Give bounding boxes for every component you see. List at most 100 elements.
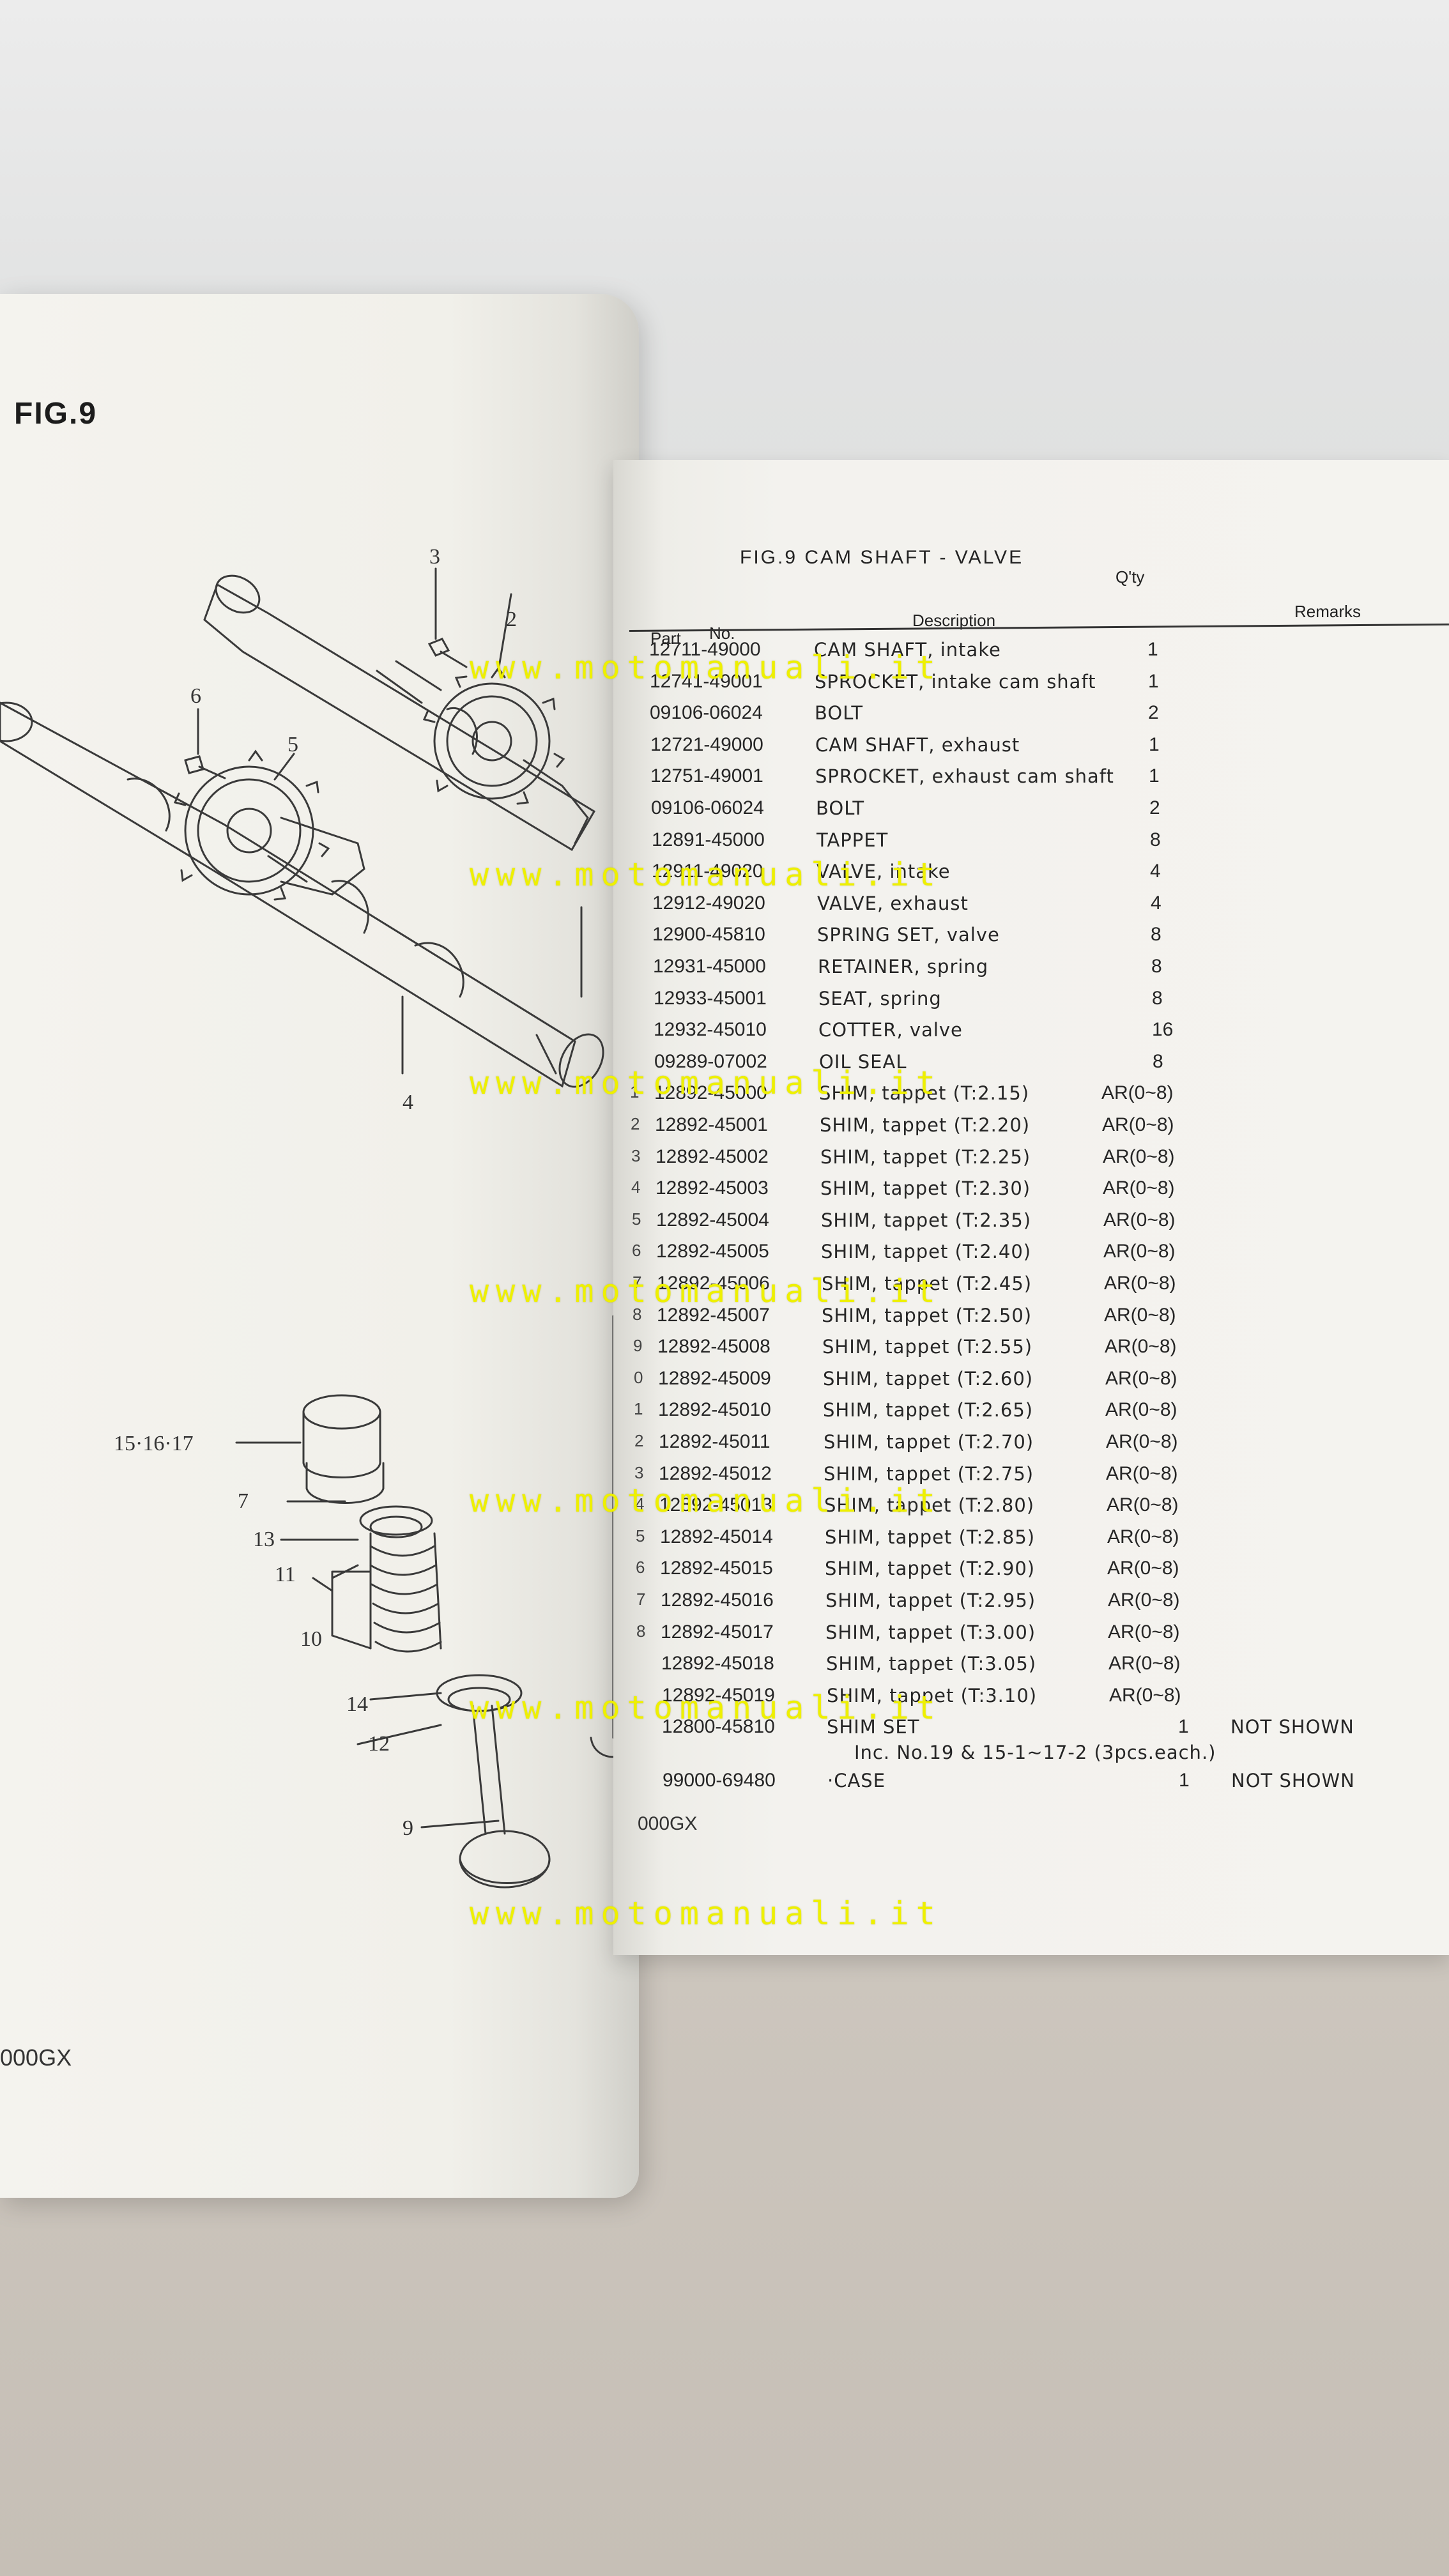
part-quantity: AR(0~8) [1106,1431,1178,1452]
part-quantity: 8 [1150,829,1161,850]
row-index: 3 [631,1146,641,1165]
part-description: VALVE, intake [816,861,951,882]
part-quantity: 16 [1152,1019,1174,1040]
part-quantity: AR(0~8) [1103,1241,1176,1262]
part-number: 12933-45001 [654,988,767,1009]
part-number: 12892-45000 [654,1082,767,1103]
part-description: SHIM, tappet (T:2.20) [820,1114,1031,1136]
part-description: COTTER, valve [818,1019,963,1041]
callout-14: 14 [346,1692,368,1716]
part-quantity: AR(0~8) [1106,1463,1178,1484]
row-index: 6 [632,1241,641,1260]
part-quantity: AR(0~8) [1101,1082,1174,1103]
part-quantity: AR(0~8) [1103,1209,1176,1230]
callout-9: 9 [402,1816,413,1840]
right-page [613,460,1449,1955]
part-quantity: 8 [1151,924,1162,945]
row-index: 2 [631,1114,640,1133]
part-quantity: 4 [1151,893,1162,914]
part-quantity: AR(0~8) [1108,1621,1180,1643]
part-number: 09106-06024 [650,702,763,723]
part-number: 12892-45019 [662,1685,775,1706]
watermark-text: www.motomanuali.it [470,1689,942,1726]
cam-shaft-valve-diagram: 3 2 6 5 4 15·16·17 7 13 11 10 14 12 9 [0,549,637,1889]
row-index: 9 [633,1336,643,1355]
watermark-text: www.motomanuali.it [470,1064,942,1101]
watermark-text: www.motomanuali.it [470,856,942,893]
part-quantity: 2 [1148,702,1159,723]
watermark-text: www.motomanuali.it [470,1895,942,1932]
part-quantity: AR(0~8) [1105,1368,1177,1389]
model-code-right: 000GX [638,1813,698,1834]
row-index: 5 [636,1526,645,1545]
part-quantity: 1 [1149,765,1160,786]
part-number: 12892-45016 [661,1590,774,1611]
watermark-text: www.motomanuali.it [470,1482,942,1519]
part-number: 99000-69480 [663,1770,776,1791]
row-index: 1 [630,1082,640,1101]
part-description: CAM SHAFT, intake [814,639,1001,661]
part-quantity: AR(0~8) [1105,1399,1177,1420]
part-number: 12892-45014 [660,1526,773,1547]
part-number: 12931-45000 [653,956,766,977]
part-description: SHIM, tappet (T:2.80) [824,1494,1035,1516]
part-description: SHIM, tappet (T:3.10) [827,1685,1038,1706]
part-quantity: AR(0~8) [1108,1653,1181,1674]
part-description: SHIM, tappet (T:2.75) [824,1463,1034,1485]
part-number: 12892-45007 [657,1305,770,1326]
callout-12: 12 [368,1732,390,1756]
part-description: SHIM, tappet (T:3.05) [826,1653,1037,1675]
part-number: 12751-49001 [650,765,763,786]
part-description: SHIM, tappet (T:2.30) [820,1177,1031,1199]
callout-2: 2 [506,608,517,631]
callout-11: 11 [275,1563,296,1586]
part-number: 12892-45003 [656,1177,769,1199]
header-no: No. [709,624,735,643]
part-number: 12892-45001 [655,1114,768,1135]
part-number: 09289-07002 [654,1051,767,1072]
part-quantity: AR(0~8) [1109,1685,1181,1706]
row-index: 3 [634,1463,644,1482]
part-quantity: AR(0~8) [1102,1114,1174,1135]
part-number: 12892-45002 [656,1146,769,1167]
callout-15-16-17: 15·16·17 [114,1432,194,1455]
model-code-left: 000GX [0,2044,72,2071]
part-quantity: AR(0~8) [1107,1494,1179,1515]
part-number: 12800-45810 [662,1716,775,1737]
part-quantity: 8 [1153,1051,1163,1072]
part-number: 12892-45010 [658,1399,771,1420]
part-description: TAPPET [816,829,889,851]
part-number: 12932-45010 [654,1019,767,1040]
part-number: 12711-49000 [649,639,761,660]
part-description: SHIM SET [827,1716,920,1738]
part-description: SHIM, tappet (T:2.45) [822,1273,1032,1294]
fig-label: FIG.9 [14,397,98,431]
part-description: SHIM, tappet (T:2.35) [821,1209,1032,1231]
callout-7: 7 [238,1489,249,1513]
part-number: 12911-49020 [652,861,763,882]
part-quantity: AR(0~8) [1103,1177,1175,1199]
part-quantity: 8 [1151,956,1162,977]
part-remarks: NOT SHOWN [1231,1770,1355,1791]
row-index: 8 [636,1621,646,1641]
row-index: 7 [636,1590,646,1609]
part-description: SHIM, tappet (T:2.40) [821,1241,1032,1262]
part-description: SHIM, tappet (T:2.70) [824,1431,1034,1453]
part-quantity: AR(0~8) [1107,1558,1179,1579]
header-qty: Q'ty [1116,567,1145,586]
part-quantity: 1 [1147,639,1158,660]
row-index: 1 [634,1399,643,1418]
part-number: 12892-45015 [660,1558,773,1579]
part-quantity: 1 [1179,1770,1190,1791]
part-description: SHIM, tappet (T:2.90) [825,1558,1036,1579]
row-index: 4 [631,1177,641,1197]
part-number: 12892-45011 [659,1431,770,1452]
part-description: CAM SHAFT, exhaust [815,734,1020,756]
row-index: 5 [632,1209,641,1229]
part-number: 12892-45017 [661,1621,774,1643]
watermark-text: www.motomanuali.it [470,1273,942,1310]
part-number: 12891-45000 [652,829,765,850]
part-number: 12892-45009 [658,1368,771,1389]
callout-6: 6 [190,684,201,708]
part-description: SPRING SET, valve [817,924,1000,946]
